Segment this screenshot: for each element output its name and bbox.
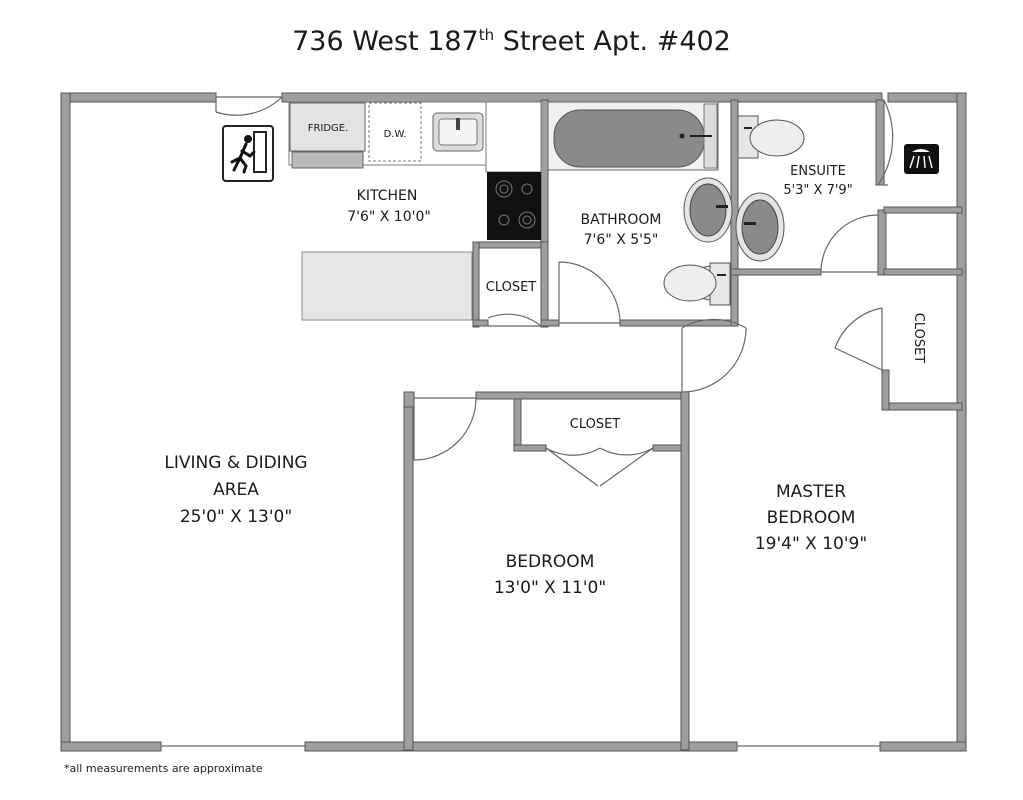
wall-right: [956, 92, 967, 752]
wall-bath-bottom-left: [540, 319, 560, 327]
ensuite-fixtures: [735, 115, 805, 262]
bedroom-size: 13'0" X 11'0": [494, 578, 606, 598]
wall-kitchen-closet-right: [540, 241, 549, 328]
bathroom-fixtures: [547, 101, 733, 306]
wall-living-bedroom-top: [403, 391, 415, 408]
hall-door: [681, 318, 747, 393]
wall-bedroom-master: [680, 391, 690, 751]
entry-door: [215, 96, 283, 116]
wall-bedroom-top: [475, 391, 687, 400]
dishwasher: [368, 102, 422, 162]
wall-top-right: [887, 92, 967, 103]
bathroom-name: BATHROOM: [580, 212, 661, 228]
counter-right: [485, 101, 542, 173]
wall-kitchen-closet-bottom: [472, 319, 489, 327]
wall-rc-2: [883, 268, 963, 276]
kitchen-counter: FRIDGE. D.W.: [288, 101, 542, 321]
ensuite-door: [820, 214, 879, 273]
stove: [487, 172, 541, 240]
bedroom-closet-door-r: [599, 447, 654, 487]
wall-bclose-bottom-l: [513, 444, 547, 452]
kitchen-name: KITCHEN: [357, 188, 418, 204]
wall-left: [60, 92, 71, 752]
wall-bottom-3: [879, 741, 967, 752]
emergency-exit-sign-icon: [222, 125, 274, 182]
bedroom-closet-door-l: [545, 447, 601, 487]
wall-top-mid: [281, 92, 883, 103]
bedroom-door: [413, 397, 477, 461]
bathroom-door: [558, 261, 621, 324]
living-name-line1: LIVING & DIDING: [164, 453, 307, 473]
right-closet-door: [834, 307, 883, 371]
wall-bath-bottom-right: [619, 319, 738, 327]
doors: [161, 96, 894, 747]
living-name-line2: AREA: [213, 480, 259, 500]
fridge-label: FRIDGE.: [308, 123, 349, 134]
title-prefix: 736 West 187: [292, 26, 479, 57]
room-labels: KITCHEN 7'6" X 10'0" BATHROOM 7'6" X 5'5…: [164, 164, 926, 598]
ensuite-name: ENSUITE: [790, 164, 846, 179]
master-name-line1: MASTER: [776, 482, 846, 502]
footnote: *all measurements are approximate: [64, 762, 263, 775]
bedroom-closet-label: CLOSET: [570, 417, 621, 432]
dishwasher-label: D.W.: [384, 129, 407, 140]
wall-rc-1: [883, 206, 963, 214]
fridge-base: [291, 151, 364, 169]
title-suffix: Street Apt. #402: [494, 26, 731, 57]
kitchen-island: [301, 251, 473, 321]
wall-ensuite-right-bottom: [877, 209, 887, 276]
title-superscript: th: [478, 26, 495, 44]
wall-kitchen-closet-left: [472, 241, 480, 328]
plan-title: 736 West 187th Street Apt. #402: [0, 26, 1023, 57]
kitchen-closet-door: [487, 313, 542, 327]
wall-top-left: [60, 92, 217, 103]
walls: [60, 92, 967, 752]
master-size: 19'4" X 10'9": [755, 534, 867, 554]
wall-ensuite-bottom: [730, 268, 822, 276]
wall-rc-left-lower: [881, 369, 890, 411]
wall-kitchen-bath: [540, 99, 549, 246]
fridge: [289, 102, 366, 152]
wall-bottom-1: [60, 741, 162, 752]
master-name-line2: BEDROOM: [767, 508, 856, 528]
ensuite-size: 5'3" X 7'9": [783, 183, 852, 198]
wall-rc-3: [883, 402, 963, 411]
wall-bclose-left: [513, 398, 522, 452]
wall-bottom-2: [304, 741, 738, 752]
side-closet-label: CLOSET: [911, 313, 926, 364]
wall-kitchen-closet-top: [472, 241, 549, 249]
wall-ensuite-right-top: [875, 99, 885, 186]
living-size: 25'0" X 13'0": [180, 507, 292, 527]
bathroom-size: 7'6" X 5'5": [584, 232, 659, 248]
bedroom-name: BEDROOM: [506, 552, 595, 572]
wall-living-bedroom: [403, 391, 414, 751]
kitchen-closet-label: CLOSET: [486, 280, 537, 295]
kitchen-size: 7'6" X 10'0": [347, 209, 431, 225]
ensuite-top-door: [877, 99, 894, 186]
shower-icon: [904, 144, 939, 174]
